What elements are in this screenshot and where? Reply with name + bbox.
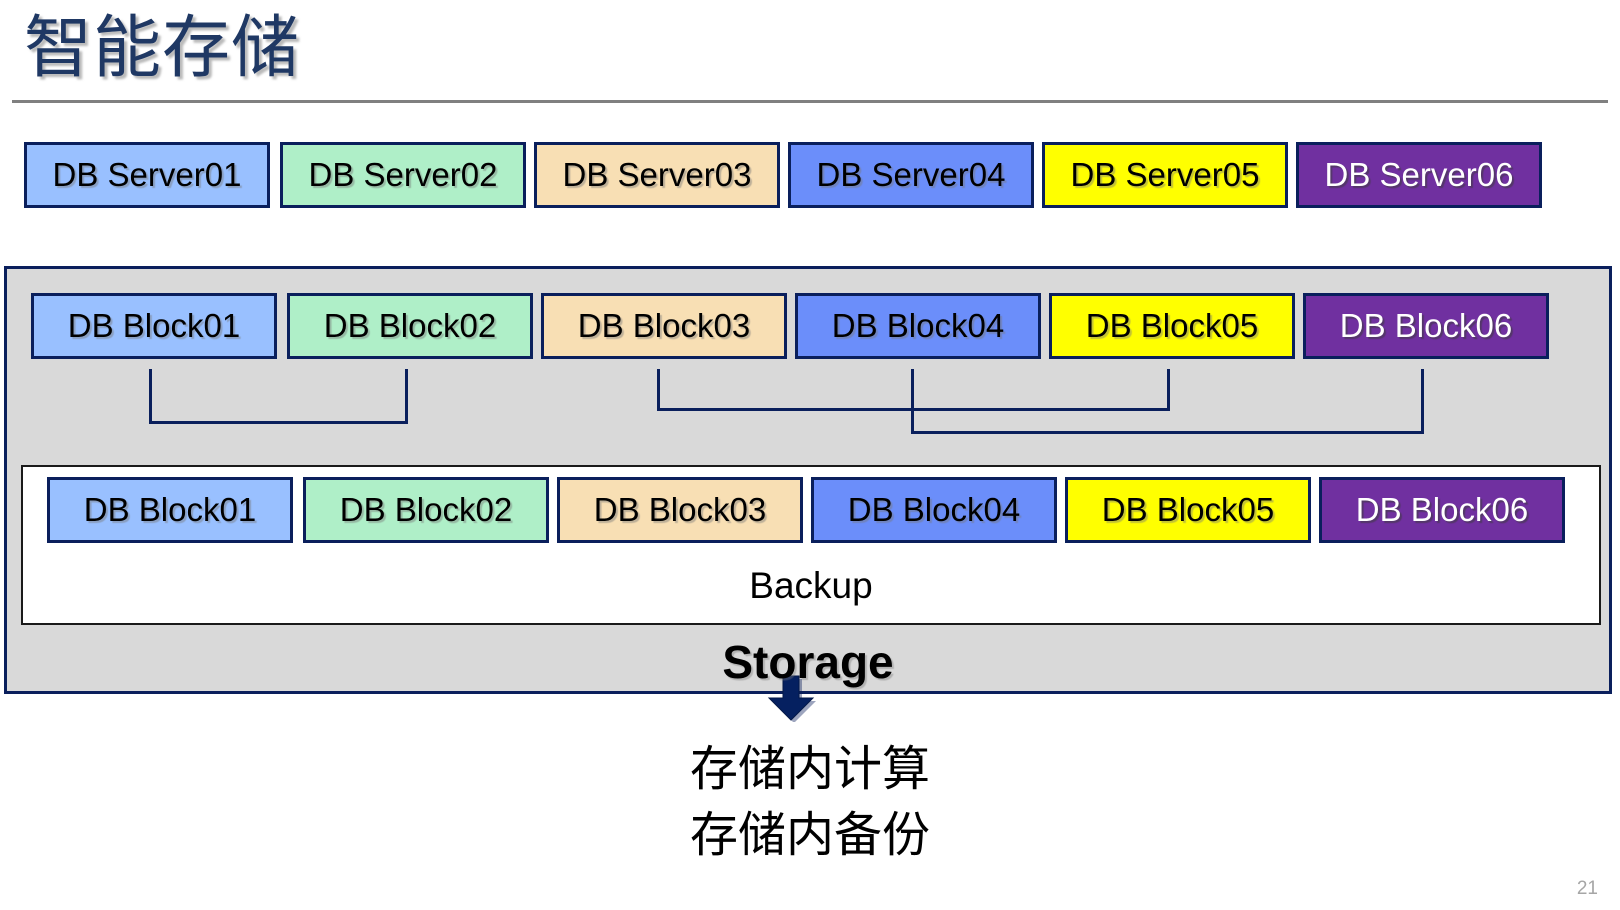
- bracket-block03-block05-right-leg: [1167, 369, 1170, 411]
- db-server-box-4: DB Server04: [788, 142, 1034, 208]
- bracket-block04-block06-right-leg: [1421, 369, 1424, 434]
- db-server-box-2: DB Server02: [280, 142, 526, 208]
- db-server-box-label: DB Server02: [308, 156, 498, 193]
- db-block-backup-box-label: DB Block05: [1101, 491, 1275, 528]
- db-block-backup-box-5: DB Block05: [1065, 477, 1311, 543]
- bracket-block03-block05-left-leg: [657, 369, 660, 411]
- db-block-backup-box-1: DB Block01: [47, 477, 293, 543]
- title-divider: [12, 100, 1608, 103]
- db-server-box-label: DB Server03: [562, 156, 752, 193]
- backup-panel: DB Block01 DB Block02 DB Block03 DB Block04…: [21, 465, 1601, 625]
- db-block-box-2: DB Block02: [287, 293, 533, 359]
- db-server-box-label: DB Server06: [1324, 156, 1514, 193]
- bracket-block04-block06-crossbar: [911, 431, 1424, 434]
- db-server-box-1: DB Server01: [24, 142, 270, 208]
- page-number: 21: [1576, 878, 1598, 899]
- backup-label: Backup: [749, 565, 873, 606]
- db-block-backup-box-label: DB Block03: [593, 491, 767, 528]
- db-block-box-label: DB Block06: [1339, 307, 1513, 344]
- db-block-row-backup: DB Block01 DB Block02 DB Block03 DB Block04…: [23, 467, 1599, 557]
- caption-in-storage-compute: 存储内计算: [689, 743, 930, 796]
- db-server-box-3: DB Server03: [534, 142, 780, 208]
- db-block-box-5: DB Block05: [1049, 293, 1295, 359]
- connector-lines: [7, 269, 1609, 691]
- db-server-box-label: DB Server01: [52, 156, 242, 193]
- db-server-box-6: DB Server06: [1296, 142, 1542, 208]
- db-block-box-6: DB Block06: [1303, 293, 1549, 359]
- db-server-box-label: DB Server04: [816, 156, 1006, 193]
- db-block-box-label: DB Block02: [323, 307, 497, 344]
- db-block-box-3: DB Block03: [541, 293, 787, 359]
- db-block-box-label: DB Block01: [67, 307, 241, 344]
- db-block-box-4: DB Block04: [795, 293, 1041, 359]
- db-block-backup-box-label: DB Block04: [847, 491, 1021, 528]
- down-arrow-icon: [765, 674, 817, 723]
- db-block-backup-box-2: DB Block02: [303, 477, 549, 543]
- db-block-backup-box-6: DB Block06: [1319, 477, 1565, 543]
- db-block-backup-box-3: DB Block03: [557, 477, 803, 543]
- db-block-backup-box-4: DB Block04: [811, 477, 1057, 543]
- caption-in-storage-backup: 存储内备份: [689, 809, 930, 862]
- db-block-box-label: DB Block05: [1085, 307, 1259, 344]
- bracket-block01-block02-crossbar: [149, 421, 408, 424]
- page-title: 智能存储: [24, 10, 301, 86]
- db-block-backup-box-label: DB Block02: [339, 491, 513, 528]
- db-block-row-live: DB Block01 DB Block02 DB Block03 DB Block04…: [7, 269, 1609, 429]
- db-block-box-1: DB Block01: [31, 293, 277, 359]
- bracket-block01-block02-right-leg: [405, 369, 408, 424]
- bracket-block01-block02-left-leg: [149, 369, 152, 424]
- db-block-backup-box-label: DB Block01: [83, 491, 257, 528]
- db-block-backup-box-label: DB Block06: [1355, 491, 1529, 528]
- db-block-box-label: DB Block03: [577, 307, 751, 344]
- storage-container: DB Block01 DB Block02 DB Block03 DB Block04…: [4, 266, 1612, 723]
- db-server-box-label: DB Server05: [1070, 156, 1260, 193]
- db-block-box-label: DB Block04: [831, 307, 1005, 344]
- storage-label: Storage: [722, 636, 894, 688]
- bracket-block04-block06-left-leg: [911, 369, 914, 434]
- db-server-box-5: DB Server05: [1042, 142, 1288, 208]
